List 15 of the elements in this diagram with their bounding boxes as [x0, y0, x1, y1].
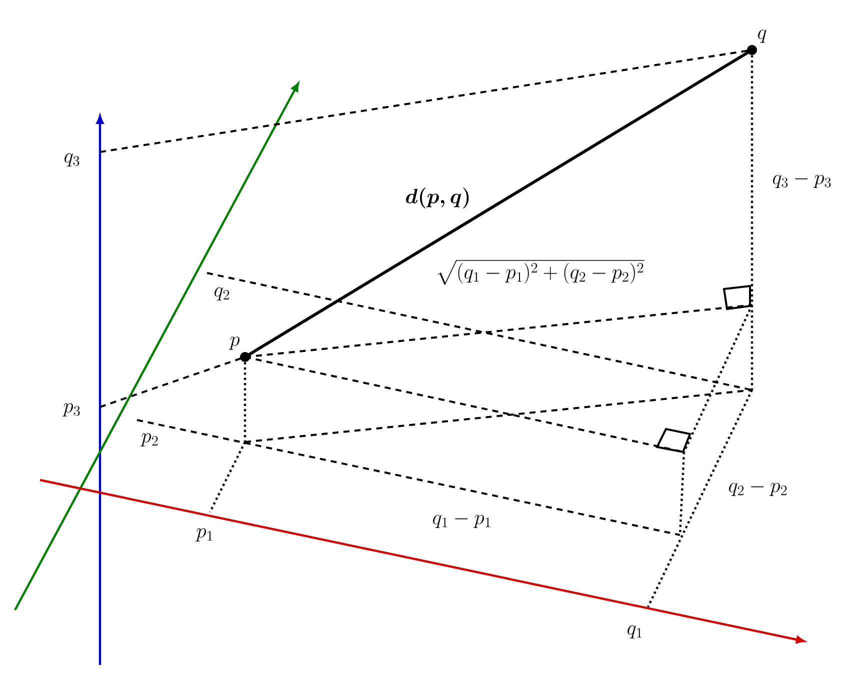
axis-label: $q_1 - p_1$	[433, 514, 490, 528]
edge-label: $\boldsymbol{d(p,q)}$	[406, 188, 469, 208]
axis-label: $p_2$	[140, 433, 158, 446]
point: $p$	[228, 336, 250, 362]
axis-label: $q_3 - p_3$	[773, 174, 831, 188]
axis-label: $q_3$	[64, 153, 80, 166]
node-label: $q$	[758, 30, 766, 43]
axis-label: $p_1$	[196, 528, 212, 542]
axis-label: $p_3$	[62, 403, 80, 416]
axis-label: $q_2$	[214, 287, 230, 300]
axis-label: $q_1$	[628, 625, 642, 638]
axis-label: $\sqrt{(q_1 - p_1)^2 + (q_2 - p_2)^2}$	[438, 260, 644, 285]
point: $q$	[747, 30, 766, 55]
node-label: $p$	[228, 336, 240, 350]
axis-label: $q_2 - p_2$	[729, 482, 787, 496]
